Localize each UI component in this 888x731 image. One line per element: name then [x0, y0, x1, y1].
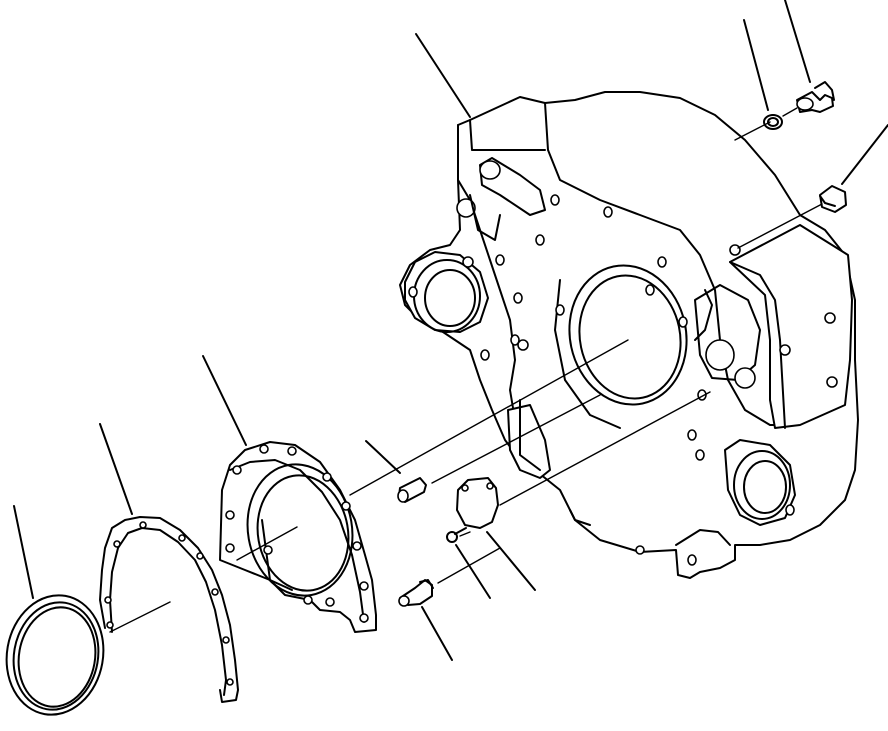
leader-plug-bolt [841, 124, 888, 185]
leader-oil-seal [13, 505, 34, 599]
leader-flywheel-housing [415, 33, 471, 118]
leader-cover-screw [455, 544, 491, 599]
leader-washer [743, 19, 769, 111]
leader-seal-retainer [202, 355, 247, 446]
dowel-pin [397, 477, 427, 503]
seal-retainer [219, 441, 377, 633]
leader-housing-bolt [421, 606, 453, 661]
gasket [99, 516, 239, 703]
leader-cover-plate [486, 531, 536, 591]
housing-bolt [398, 579, 434, 607]
leader-gasket [99, 423, 133, 515]
plug-bolt [819, 185, 847, 213]
leader-dowel-pin [365, 440, 401, 474]
flywheel-housing [399, 91, 859, 579]
washer [763, 114, 783, 130]
oil-seal [5, 594, 105, 716]
upper-bolt [796, 81, 835, 113]
cover-plate [456, 477, 499, 529]
leader-upper-bolt [784, 0, 811, 83]
leader-lines [13, 0, 888, 661]
cover-screw [446, 527, 467, 543]
